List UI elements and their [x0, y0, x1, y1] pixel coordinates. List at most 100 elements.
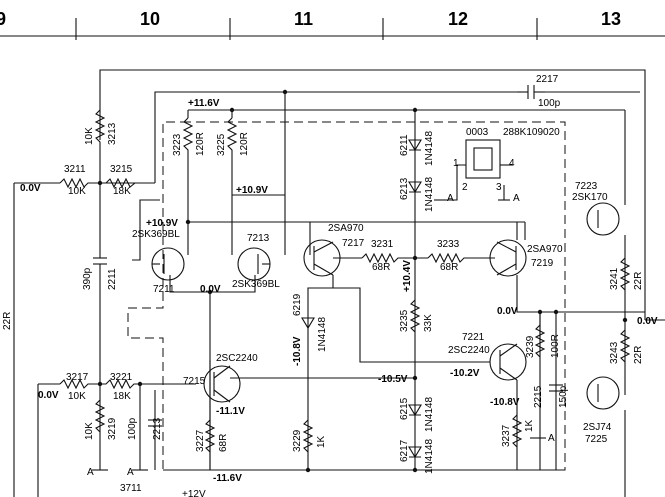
transistor-symbols: [151, 139, 620, 410]
grid-label-10: 10: [140, 9, 160, 29]
q7223-ref: 7223: [575, 181, 598, 192]
c2217-ref: 2217: [536, 74, 559, 85]
r3219-value: 10K: [84, 422, 95, 440]
r3229-value: 1K: [316, 435, 327, 448]
rail-bottom-partial: +12V: [182, 489, 206, 497]
d6219-type: 1N4148: [317, 317, 328, 352]
q7213-type: 2SK369BL: [232, 279, 280, 290]
capacitor-symbols: [93, 85, 563, 427]
q7213-ref: 7213: [247, 233, 270, 244]
q7225-type: 2SJ74: [583, 422, 612, 433]
r3231-ref: 3231: [371, 239, 394, 250]
r3243-value: 22R: [633, 346, 644, 364]
r3213-ref: 3213: [107, 122, 118, 145]
r3239-ref: 3239: [525, 335, 536, 358]
r3239-value: 100R: [550, 334, 561, 358]
voltage-10-5: -10.5V: [378, 374, 408, 385]
d6211-ref: 6211: [399, 134, 410, 156]
q7219-type: 2SA970: [527, 244, 563, 255]
c2211-ref: 2211: [107, 268, 118, 290]
r3233-value: 68R: [440, 262, 458, 273]
voltage-in-bottom: 0.0V: [38, 390, 59, 401]
voltage-10-4: +10.4V: [402, 260, 413, 292]
c2213-value: 100p: [127, 417, 138, 440]
r3217-value: 10K: [68, 391, 86, 402]
d6217-ref: 6217: [399, 439, 410, 462]
ground-label-2: A: [127, 467, 134, 478]
r3223-ref: 3223: [172, 133, 183, 156]
c2213-ref: 2213: [152, 417, 163, 440]
wiring: [13, 69, 665, 497]
q7211-ref: 7211: [153, 284, 175, 295]
voltage-11-1: -11.1V: [216, 406, 245, 417]
r3231-value: 68R: [372, 262, 390, 273]
voltage-0-0-mid: 0.0V: [200, 284, 221, 295]
c2217-value: 100p: [538, 98, 561, 109]
r3241-value: 22R: [633, 272, 644, 290]
q7217-type: 2SA970: [328, 223, 364, 234]
voltage-10-9-left: +10.9V: [146, 218, 178, 229]
d6211-type: 1N4148: [424, 131, 435, 166]
c2211-value: 390p: [82, 267, 93, 290]
r3227-ref: 3227: [195, 429, 206, 452]
voltage-in-top: 0.0V: [20, 183, 41, 194]
grid-label-11: 11: [294, 9, 313, 29]
grid-label-13: 13: [601, 9, 621, 29]
r3237-value: 1K: [524, 419, 535, 432]
r3233-ref: 3233: [437, 239, 460, 250]
r3243-ref: 3243: [609, 341, 620, 364]
d6215-ref: 6215: [399, 397, 410, 420]
u0003-pin1: 1: [453, 158, 459, 169]
c2215-ref: 2215: [533, 385, 544, 408]
q7225-ref: 7225: [585, 434, 608, 445]
shield-outline: [127, 121, 566, 471]
voltage-10-8: -10.8V: [292, 336, 303, 366]
q7215-ref: 7215: [183, 376, 206, 387]
resistor-symbols: [59, 109, 631, 453]
ground-label-1: A: [87, 467, 94, 478]
q7211-type: 2SK369BL: [132, 229, 180, 240]
u0003-pin4: 4: [509, 158, 515, 169]
voltage-10-9-top: +10.9V: [236, 185, 268, 196]
r3235-ref: 3235: [399, 309, 410, 332]
ground-label-3: A: [548, 433, 555, 444]
diode-symbols: [301, 139, 422, 459]
d6215-type: 1N4148: [424, 397, 435, 432]
r3215-ref: 3215: [110, 164, 133, 175]
r3213-value: 10K: [84, 127, 95, 145]
voltage-10-8b: -10.8V: [490, 397, 520, 408]
d6213-type: 1N4148: [424, 177, 435, 212]
rail-top-label: +11.6V: [188, 98, 220, 109]
voltage-10-2: -10.2V: [450, 368, 480, 379]
r3211-ref: 3211: [64, 164, 86, 175]
r3217-ref: 3217: [66, 372, 89, 383]
u0003-pin2: 2: [462, 182, 468, 193]
q7221-type: 2SC2240: [448, 345, 490, 356]
r3225-value: 120R: [239, 132, 250, 156]
grid-label-12: 12: [448, 9, 468, 29]
side-net-label: 22R: [2, 312, 13, 330]
r3227-value: 68R: [218, 434, 229, 452]
d6219-ref: 6219: [292, 293, 303, 316]
q7223-type: 2SK170: [572, 192, 608, 203]
r3219-ref: 3219: [107, 417, 118, 440]
q7215-type: 2SC2240: [216, 353, 258, 364]
grid-bar: 9 10 11 12 13: [0, 9, 665, 40]
x3711-ref: 3711: [120, 483, 142, 494]
q7219-ref: 7219: [531, 258, 554, 269]
r3241-ref: 3241: [609, 267, 620, 290]
c2215-value: 150p: [558, 385, 569, 408]
voltage-0-0-out: 0.0V: [637, 316, 658, 327]
r3237-ref: 3237: [501, 424, 512, 447]
r3221-ref: 3221: [110, 372, 133, 383]
rail-bottom-label: -11.6V: [213, 473, 242, 484]
u0003-pin3: 3: [496, 182, 502, 193]
r3221-value: 18K: [113, 391, 131, 402]
r3235-value: 33K: [423, 314, 434, 332]
u0003-ground-2: A: [513, 193, 520, 204]
u0003-ground: A: [447, 193, 454, 204]
ground-symbols: [92, 199, 546, 471]
r3215-value: 18K: [113, 186, 131, 197]
r3223-value: 120R: [195, 132, 206, 156]
